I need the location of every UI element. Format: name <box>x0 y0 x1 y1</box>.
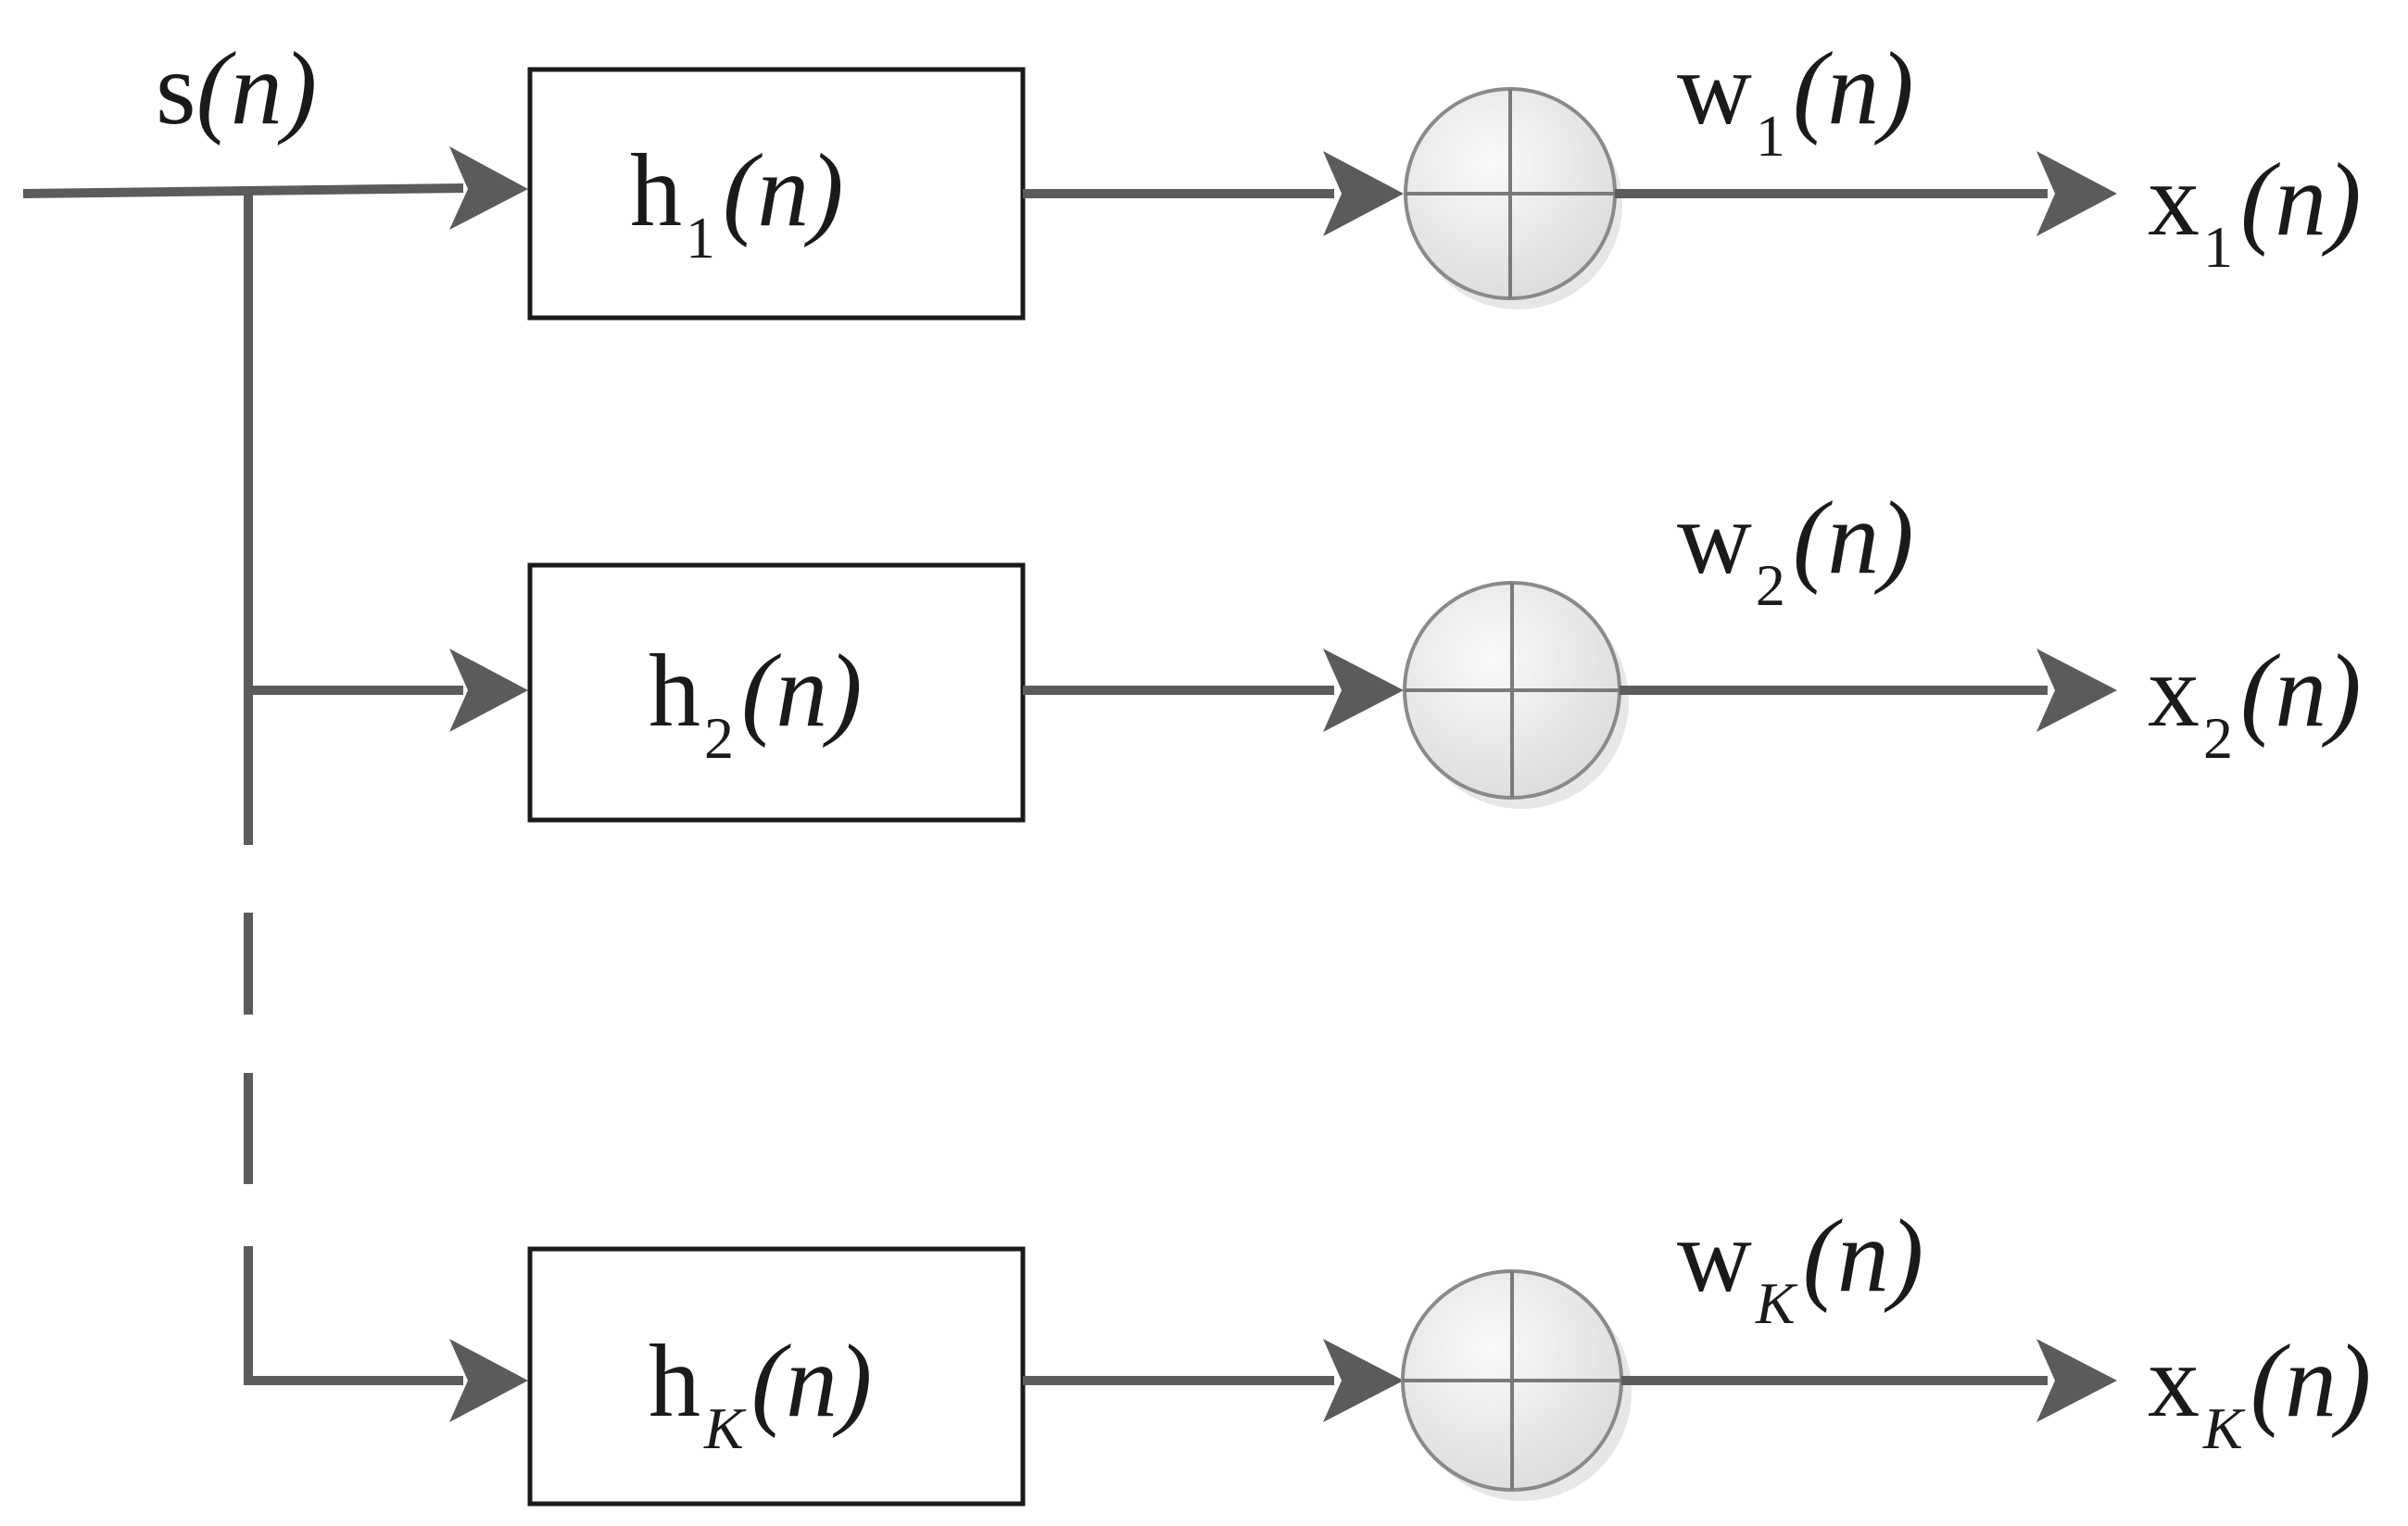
branch-2-output-arrowhead <box>2036 649 2117 732</box>
output-2-argument: (n) <box>2240 634 2362 749</box>
branch-2-sum-arrowhead <box>1323 649 1404 732</box>
branch-1-sum-junction <box>1404 87 1622 309</box>
output-1-subscript: 1 <box>2203 214 2233 281</box>
noise-1-symbol: w <box>1677 32 1752 146</box>
noise-2-argument: (n) <box>1792 481 1914 596</box>
input-signal-text: s(n) <box>156 32 318 146</box>
filter-1-argument: (n) <box>723 133 844 248</box>
filter-K-argument: (n) <box>750 1324 873 1439</box>
noise-1-subscript: 1 <box>1755 103 1785 170</box>
noise-K-subscript: K <box>1755 1270 1796 1337</box>
branch-K-sum-junction <box>1401 1269 1632 1501</box>
branch-1-output-label: x1(n) <box>2148 148 2362 277</box>
branch-1-filter-arrowhead <box>449 146 528 230</box>
output-2-symbol: x <box>2148 634 2200 749</box>
noise-2-symbol: w <box>1677 481 1752 596</box>
branch-2-filter-label: h2(n) <box>649 639 863 768</box>
branch-K-filter-box <box>527 1246 1026 1507</box>
input-signal-label: s(n) <box>156 37 317 141</box>
branch-1-sum-arrowhead <box>1323 151 1404 236</box>
noise-2-subscript: 2 <box>1755 552 1785 619</box>
branch-K-output-arrowhead <box>2036 1339 2117 1422</box>
branch-1-noise-label: w1(n) <box>1677 37 1913 166</box>
noise-K-symbol: w <box>1677 1199 1752 1314</box>
input-line <box>22 183 464 198</box>
filter-2-subscript: 2 <box>704 705 734 772</box>
output-2-subscript: 2 <box>2203 705 2233 772</box>
filter-K-subscript: K <box>704 1395 744 1462</box>
output-1-symbol: x <box>2148 143 2200 258</box>
output-K-argument: (n) <box>2250 1324 2372 1439</box>
branch-K-sum-arrowhead <box>1323 1339 1404 1422</box>
branch-K-filter-label: hK(n) <box>649 1330 872 1458</box>
branch-K-output-label: xK(n) <box>2148 1330 2371 1458</box>
noise-K-argument: (n) <box>1802 1199 1924 1314</box>
branch-2-sum-junction <box>1403 581 1629 809</box>
filter-1-subscript: 1 <box>686 205 715 271</box>
branch-1-output-arrowhead <box>2036 151 2117 236</box>
branch-2-noise-label: w2(n) <box>1677 486 1913 615</box>
filter-2-symbol: h <box>649 634 700 749</box>
filter-2-argument: (n) <box>741 634 863 749</box>
branch-K-filter-arrowhead <box>449 1339 528 1422</box>
filter-K-symbol: h <box>649 1324 700 1439</box>
output-1-argument: (n) <box>2240 143 2362 258</box>
branch-2-filter-box <box>527 562 1026 823</box>
noise-1-argument: (n) <box>1792 32 1914 146</box>
filter-1-symbol: h <box>630 133 682 248</box>
branch-1-filter-label: h1(n) <box>630 139 844 268</box>
output-K-symbol: x <box>2148 1324 2200 1439</box>
branch-2-filter-arrowhead <box>449 649 528 732</box>
branch-2-output-label: x2(n) <box>2148 639 2362 768</box>
branch-K-noise-label: wK(n) <box>1677 1204 1923 1333</box>
output-K-subscript: K <box>2203 1395 2243 1462</box>
